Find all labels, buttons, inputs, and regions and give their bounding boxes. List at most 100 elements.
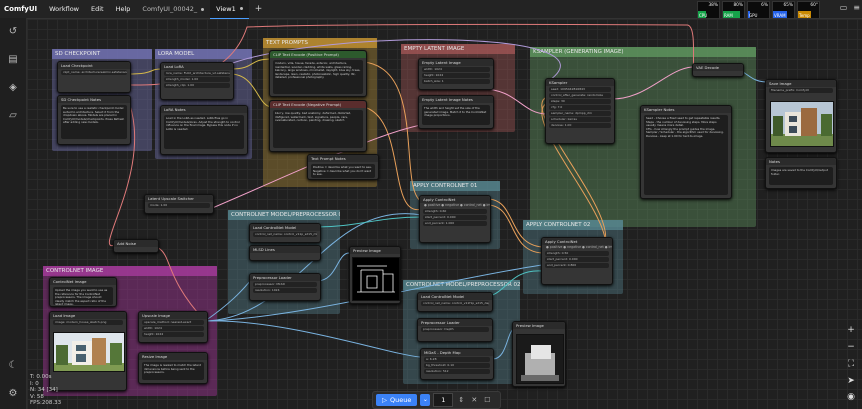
scheduler-widget[interactable]: scheduler: karras	[549, 117, 611, 122]
node-text-prompt-notes[interactable]: Text Prompt Notes Positive = describe wh…	[307, 154, 379, 180]
preprocessor-widget[interactable]: preprocessor: Depth	[421, 327, 489, 332]
node-canvas[interactable]: SD CHECKPOINT LORA MODEL TEXT PROMPTS EM…	[27, 19, 862, 409]
node-empty-latent-notes[interactable]: Empty Latent Image Notes The width and h…	[418, 95, 494, 129]
resolution-widget[interactable]: resolution: 1024	[253, 288, 317, 293]
menu-help[interactable]: Help	[115, 5, 131, 13]
filename-prefix-widget[interactable]: filename_prefix: ComfyUI	[769, 88, 833, 93]
node-ksampler-notes[interactable]: KSampler Notes Seed - Choose a fixed see…	[640, 105, 732, 199]
bg-threshold-widget[interactable]: bg_threshold: 0.10	[424, 363, 490, 368]
history-icon[interactable]: ↺	[8, 26, 18, 37]
node-resize-notes[interactable]: Resize Image The image is resized to mat…	[138, 352, 208, 384]
preprocessor-widget[interactable]: preprocessor: MLSD	[253, 282, 317, 287]
start-percent-widget[interactable]: start_percent: 0.000	[423, 215, 487, 220]
notes-text[interactable]: Load in the LoRA as needed. LoRA files g…	[164, 115, 244, 149]
node-preprocessor-01[interactable]: Preprocessor Loader preprocessor: MLSD r…	[249, 273, 321, 301]
strength-widget[interactable]: strength: 0.50	[545, 251, 609, 256]
panel-toggle-icon[interactable]: ▭	[839, 3, 848, 12]
node-controlnet-image-notes[interactable]: ControlNet Image Upload the image you wa…	[49, 277, 117, 307]
positive-prompt-text[interactable]: modern, villa, house, facade, exterior, …	[273, 60, 363, 94]
node-midas-depth[interactable]: MiDaS - Depth Map a: 6.28 bg_threshold: …	[420, 348, 494, 380]
node-clip-positive[interactable]: CLIP Text Encode (Positive Prompt) moder…	[269, 50, 367, 97]
steps-widget[interactable]: steps: 30	[549, 99, 611, 104]
upscale-method-widget[interactable]: upscale_method: nearest-exact	[142, 320, 204, 325]
node-preview-image-02[interactable]: Preview Image	[512, 321, 566, 387]
controlnet-name-widget[interactable]: control_net_name: control_v11f1p_sd15_de…	[421, 301, 489, 306]
menu-lines-icon[interactable]: ≡	[853, 3, 860, 12]
pointer-mode-icon[interactable]: ➤	[847, 376, 855, 386]
resolution-widget[interactable]: resolution: 512	[424, 369, 490, 374]
queue-mode-chevron-down-icon[interactable]: ⌄	[420, 394, 431, 406]
node-apply-controlnet-02[interactable]: Apply ControlNet ● positive ● negative ●…	[541, 237, 613, 285]
zoom-out-minus-icon[interactable]: −	[847, 342, 855, 352]
height-widget[interactable]: height: 1024	[422, 73, 490, 78]
app-brand[interactable]: ComfyUI	[4, 5, 38, 13]
negative-prompt-text[interactable]: blurry, low quality, bad anatomy, deform…	[273, 110, 363, 148]
node-apply-controlnet-01[interactable]: Apply ControlNet ● positive ● negative ●…	[419, 195, 491, 243]
notes-text[interactable]: The image is resized to match the latent…	[142, 362, 204, 380]
denoise-widget[interactable]: denoise: 1.00	[549, 123, 611, 128]
control-after-generate-widget[interactable]: control_after_generate: randomize	[549, 93, 611, 98]
node-checkpoint-notes[interactable]: SD Checkpoint Notes Be sure to use a rea…	[57, 95, 131, 145]
notes-text[interactable]: Be sure to use a realistic checkpoint mo…	[61, 105, 127, 139]
node-mlsd-lines[interactable]: MLSD Lines	[249, 245, 321, 261]
node-save-image[interactable]: Save Image filename_prefix: ComfyUI	[765, 79, 837, 153]
batch-size-widget[interactable]: batch_size: 1	[422, 79, 490, 84]
toggle-links-eye-icon[interactable]: ◉	[847, 392, 855, 402]
strength-clip-widget[interactable]: strength_clip: 1.00	[164, 83, 230, 88]
node-vae-decode[interactable]: VAE Decode	[692, 63, 744, 77]
clear-queue-close-icon[interactable]: ✕	[471, 396, 478, 404]
ckpt-name-widget[interactable]: ckpt_name: architecturerealmix.safetenso…	[61, 70, 127, 75]
tab-view1[interactable]: View1	[210, 0, 249, 19]
notes-text[interactable]: Images are saved to the ComfyUI/output f…	[769, 167, 833, 185]
strength-widget[interactable]: strength: 0.60	[423, 209, 487, 214]
zoom-in-plus-icon[interactable]: +	[847, 325, 855, 335]
width-widget[interactable]: width: 1024	[422, 67, 490, 72]
stop-square-icon[interactable]: ☐	[484, 396, 491, 404]
node-load-controlnet-01[interactable]: Load ControlNet Model control_net_name: …	[249, 223, 321, 243]
node-load-image[interactable]: Load Image image: modern_house_sketch.pn…	[49, 311, 127, 391]
image-name-widget[interactable]: image: modern_house_sketch.png	[53, 320, 123, 325]
workflows-folder-icon[interactable]: ▱	[9, 110, 17, 121]
theme-moon-icon[interactable]: ☾	[8, 360, 18, 371]
tab-workflow-1[interactable]: ComfyUI_00042_	[136, 0, 210, 18]
menu-edit[interactable]: Edit	[91, 5, 104, 13]
batch-stepper-icon[interactable]: ⇕	[458, 396, 465, 404]
notes-text[interactable]: Upload the image you want to use as the …	[53, 287, 113, 305]
node-lora-notes[interactable]: LoRA Notes Load in the LoRA as needed. L…	[160, 105, 248, 155]
batch-count-input[interactable]: 1	[433, 393, 454, 407]
settings-gear-icon[interactable]: ⚙	[8, 388, 18, 399]
end-percent-widget[interactable]: end_percent: 1.000	[423, 221, 487, 226]
node-upscale-image[interactable]: Upscale Image upscale_method: nearest-ex…	[138, 311, 208, 343]
cfg-widget[interactable]: cfg: 7.0	[549, 105, 611, 110]
node-save-notes[interactable]: Notes Images are saved to the ComfyUI/ou…	[765, 157, 837, 189]
start-percent-widget[interactable]: start_percent: 0.000	[545, 257, 609, 262]
node-load-lora[interactable]: Load LoRA lora_name: FLUX_architecture_v…	[160, 62, 234, 100]
node-load-checkpoint[interactable]: Load Checkpoint ckpt_name: architecturer…	[57, 61, 131, 93]
end-percent-widget[interactable]: end_percent: 0.800	[545, 263, 609, 268]
node-ksampler[interactable]: KSampler seed: 1095442816843 control_aft…	[545, 78, 615, 144]
sampler-name-widget[interactable]: sampler_name: dpmpp_2m	[549, 111, 611, 116]
strength-model-widget[interactable]: strength_model: 1.00	[164, 77, 230, 82]
new-tab-plus-icon[interactable]: +	[254, 4, 263, 14]
notes-text[interactable]: Seed - Choose a fixed seed to get repeat…	[644, 115, 728, 195]
a-widget[interactable]: a: 6.28	[424, 357, 490, 362]
height-widget[interactable]: height: 1024	[142, 332, 204, 337]
node-add-noise[interactable]: Add Noise	[113, 239, 159, 253]
node-empty-latent[interactable]: Empty Latent Image width: 1024 height: 1…	[418, 58, 494, 90]
notes-text[interactable]: The width and height set the size of the…	[422, 105, 490, 125]
node-latent-upscale-switcher[interactable]: Latent Upscale Switcher mode: 1.00	[144, 194, 214, 214]
menu-workflow[interactable]: Workflow	[49, 5, 79, 13]
fit-view-icon[interactable]: ⛶	[847, 359, 855, 369]
node-preview-image-01[interactable]: Preview Image	[349, 246, 401, 304]
node-library-cube-icon[interactable]: ◈	[9, 82, 17, 93]
notes-text[interactable]: Positive = describe what you want to see…	[311, 164, 375, 178]
queue-button[interactable]: ▷ Queue	[376, 394, 418, 406]
node-preprocessor-02[interactable]: Preprocessor Loader preprocessor: Depth	[417, 318, 493, 342]
width-widget[interactable]: width: 1024	[142, 326, 204, 331]
node-clip-negative[interactable]: CLIP Text Encode (Negative Prompt) blurr…	[269, 100, 367, 152]
queue-list-icon[interactable]: ▤	[8, 54, 18, 65]
node-load-controlnet-02[interactable]: Load ControlNet Model control_net_name: …	[417, 292, 493, 312]
mode-widget[interactable]: mode: 1.00	[148, 203, 210, 208]
lora-name-widget[interactable]: lora_name: FLUX_architecture_v2.safetens…	[164, 71, 230, 76]
seed-widget[interactable]: seed: 1095442816843	[549, 87, 611, 92]
